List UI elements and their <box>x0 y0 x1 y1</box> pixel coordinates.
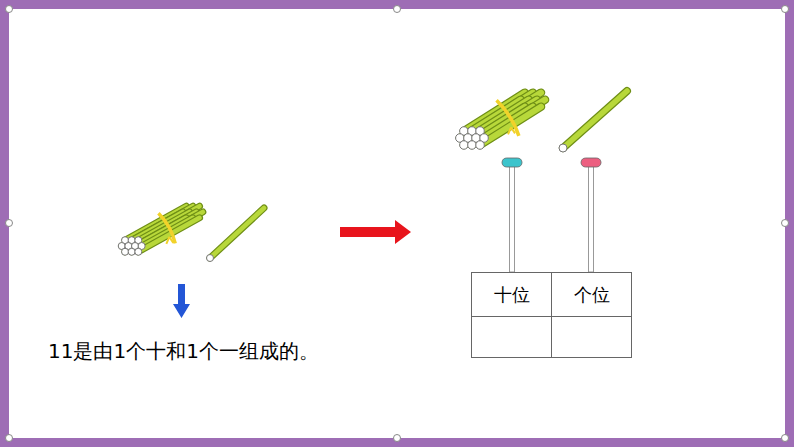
place-value-table <box>472 273 632 358</box>
selection-handle <box>782 6 789 13</box>
selection-handle <box>394 435 401 442</box>
selection-handle <box>782 435 789 442</box>
bundle-tie-knot <box>508 127 515 134</box>
stick-bundle <box>118 206 203 255</box>
abacus-rod <box>502 158 522 272</box>
stick-end <box>207 255 214 262</box>
bundle-tie <box>497 100 519 136</box>
stick-end <box>135 248 142 255</box>
stick-body <box>480 107 541 145</box>
slide-ground <box>9 9 785 438</box>
stick-end <box>122 248 129 255</box>
selection-handle <box>6 435 13 442</box>
stick-outline <box>210 208 264 258</box>
table-border <box>472 273 632 358</box>
stick-outline <box>563 91 627 148</box>
stick-outline <box>138 218 199 252</box>
table-rule <box>551 273 552 358</box>
stick-body <box>210 208 264 258</box>
stick-end <box>559 144 567 152</box>
rod <box>510 166 515 272</box>
right-arrow <box>340 220 411 244</box>
bundle-tie <box>158 213 175 243</box>
rod <box>589 166 594 272</box>
stick-outline <box>472 107 533 145</box>
abacus-rod <box>581 158 601 272</box>
stick-outline <box>480 107 541 145</box>
down-arrow <box>173 284 190 318</box>
selection-handle <box>782 220 789 227</box>
stick-bundle <box>456 93 545 150</box>
single-stick <box>207 208 265 262</box>
table-header: 个位 <box>552 273 631 316</box>
table-rule <box>472 316 632 317</box>
table-header: 十位 <box>472 273 551 316</box>
stick-body <box>563 91 627 148</box>
selection-handle <box>6 6 13 13</box>
stick-end <box>476 141 485 150</box>
rod-cap <box>502 158 522 167</box>
selection-handle <box>6 220 13 227</box>
selection-handle <box>394 6 401 13</box>
stick-end <box>128 248 135 255</box>
bundle-tie-knot <box>166 237 173 244</box>
stick-end <box>468 141 477 150</box>
stick-body <box>138 218 199 252</box>
single-stick <box>559 91 627 152</box>
selection-handles <box>6 6 789 442</box>
stick-body <box>472 107 533 145</box>
statement-text: 11是由1个十和1个一组成的。 <box>48 339 319 363</box>
stick-end <box>460 141 469 150</box>
rod-cap <box>581 158 601 167</box>
